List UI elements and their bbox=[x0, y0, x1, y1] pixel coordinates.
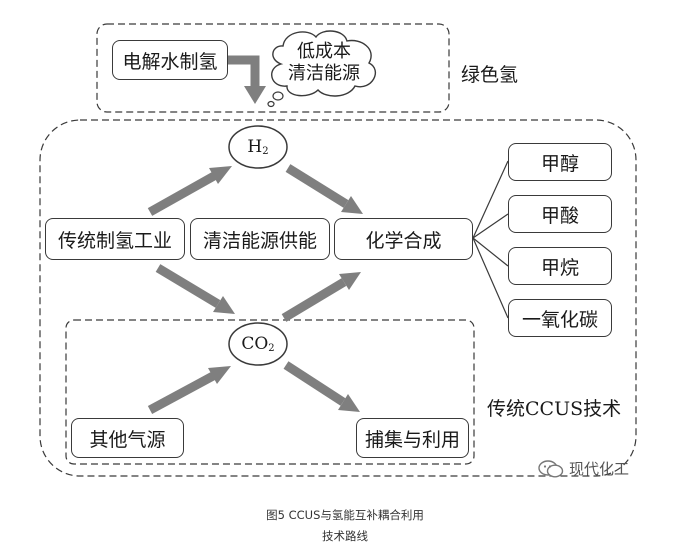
wechat-icon bbox=[538, 459, 564, 478]
watermark-text: 现代化工 bbox=[569, 460, 630, 478]
figure-caption-line1: 图5 CCUS与氢能互补耦合利用 bbox=[266, 508, 424, 522]
cloud-shape bbox=[271, 30, 376, 97]
watermark: 现代化工 bbox=[538, 458, 629, 479]
traditional-h2-node: 传统制氢工业 bbox=[45, 218, 185, 260]
methanol-node: 甲醇 bbox=[508, 143, 612, 181]
flow-arrows bbox=[147, 164, 363, 414]
electrolysis-to-h2-arrow bbox=[228, 55, 260, 86]
h2-main: H bbox=[247, 137, 263, 157]
h2-sub: 2 bbox=[262, 145, 269, 157]
electrolysis-node: 电解水制氢 bbox=[112, 40, 228, 80]
h2-ellipse bbox=[228, 125, 288, 169]
cloud-text-line1: 低成本 bbox=[297, 41, 351, 62]
product-branch-lines bbox=[472, 160, 509, 319]
capture-utilization-node: 捕集与利用 bbox=[356, 418, 469, 458]
co2-subgroup bbox=[65, 319, 475, 465]
methane-node: 甲烷 bbox=[508, 247, 612, 285]
traditional-ccus-label: 传统CCUS技术 bbox=[487, 398, 622, 420]
other-sources-node: 其他气源 bbox=[71, 418, 184, 458]
carbon-monoxide-node: 一氧化碳 bbox=[508, 299, 612, 337]
formic-acid-node: 甲酸 bbox=[508, 195, 612, 233]
cloud-text-line2: 清洁能源 bbox=[288, 63, 360, 84]
co2-ellipse bbox=[228, 322, 288, 366]
clean-energy-supply-node: 清洁能源供能 bbox=[190, 218, 330, 260]
cloud-text: 低成本 清洁能源 bbox=[284, 41, 364, 85]
green-hydrogen-label: 绿色氢 bbox=[461, 64, 519, 86]
co2-sub: 2 bbox=[268, 342, 275, 354]
chemical-synthesis-node: 化学合成 bbox=[334, 218, 473, 260]
cloud-bubble-1 bbox=[272, 91, 284, 101]
figure-caption-line2: 技术路线 bbox=[322, 529, 368, 543]
co2-main: CO bbox=[241, 334, 269, 354]
green-hydrogen-group bbox=[96, 23, 450, 113]
traditional-ccus-group bbox=[39, 119, 637, 477]
cloud-bubble-2 bbox=[267, 100, 275, 108]
